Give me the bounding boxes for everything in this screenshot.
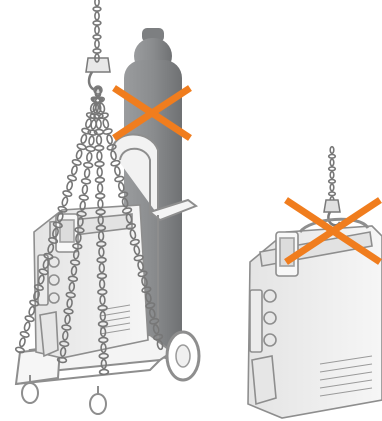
chain-link bbox=[15, 346, 25, 353]
caster-front-right bbox=[90, 386, 106, 414]
chain-link bbox=[103, 128, 113, 135]
chain-link bbox=[24, 322, 31, 332]
chain-link bbox=[330, 172, 334, 179]
chain-link bbox=[95, 26, 99, 34]
chain-link bbox=[97, 168, 102, 177]
chain-link bbox=[329, 180, 336, 184]
chain-link bbox=[111, 160, 121, 167]
chain-link bbox=[77, 143, 87, 150]
chain-link bbox=[86, 146, 95, 152]
chain-link bbox=[96, 120, 101, 129]
chain-link bbox=[95, 178, 104, 183]
chain-link bbox=[330, 184, 334, 191]
chain-link bbox=[67, 174, 77, 181]
chain-link bbox=[93, 21, 101, 25]
chain-link bbox=[100, 370, 109, 375]
chain-link bbox=[330, 159, 334, 166]
chain-link bbox=[84, 162, 93, 168]
chain-link bbox=[95, 12, 99, 20]
chain-link bbox=[62, 190, 72, 197]
chain-link bbox=[93, 7, 101, 11]
chain-link bbox=[81, 178, 90, 184]
chain-link bbox=[80, 134, 87, 144]
chain-link bbox=[98, 184, 103, 193]
chain-link bbox=[82, 185, 88, 194]
chain-link bbox=[106, 135, 113, 145]
chain-icon bbox=[329, 147, 336, 204]
chain-link bbox=[71, 165, 78, 175]
chain-link bbox=[84, 169, 90, 178]
chain-link bbox=[114, 176, 124, 183]
chain-link bbox=[329, 192, 336, 196]
right-figure bbox=[248, 147, 382, 418]
chain-link bbox=[96, 194, 105, 199]
welding-machine bbox=[34, 205, 148, 358]
chain-link bbox=[93, 35, 101, 39]
chain-link bbox=[89, 136, 95, 145]
chain-link bbox=[19, 337, 26, 347]
chain-link bbox=[95, 40, 99, 48]
chain-link bbox=[330, 147, 334, 154]
chain-link bbox=[95, 0, 99, 6]
chain-link bbox=[25, 315, 35, 322]
chain-link bbox=[86, 152, 92, 161]
chain-link bbox=[61, 197, 68, 207]
wheel-icon bbox=[167, 332, 199, 380]
chain-link bbox=[102, 119, 109, 129]
chain-icon bbox=[93, 0, 101, 62]
chain-link bbox=[76, 150, 83, 160]
chain-link bbox=[28, 306, 35, 316]
chain-link bbox=[95, 146, 104, 151]
chain-link bbox=[118, 182, 125, 192]
chain-link bbox=[95, 162, 104, 167]
chain-link bbox=[79, 195, 88, 201]
chain-link bbox=[329, 155, 336, 159]
chain-link bbox=[329, 167, 336, 171]
chain-link bbox=[72, 159, 82, 166]
chain-link bbox=[114, 166, 121, 176]
chain-link bbox=[20, 331, 30, 338]
left-figure bbox=[15, 0, 199, 414]
chain-link bbox=[66, 181, 73, 191]
chain-link bbox=[97, 152, 102, 161]
chain-link bbox=[97, 136, 102, 145]
chain-link bbox=[93, 49, 101, 53]
